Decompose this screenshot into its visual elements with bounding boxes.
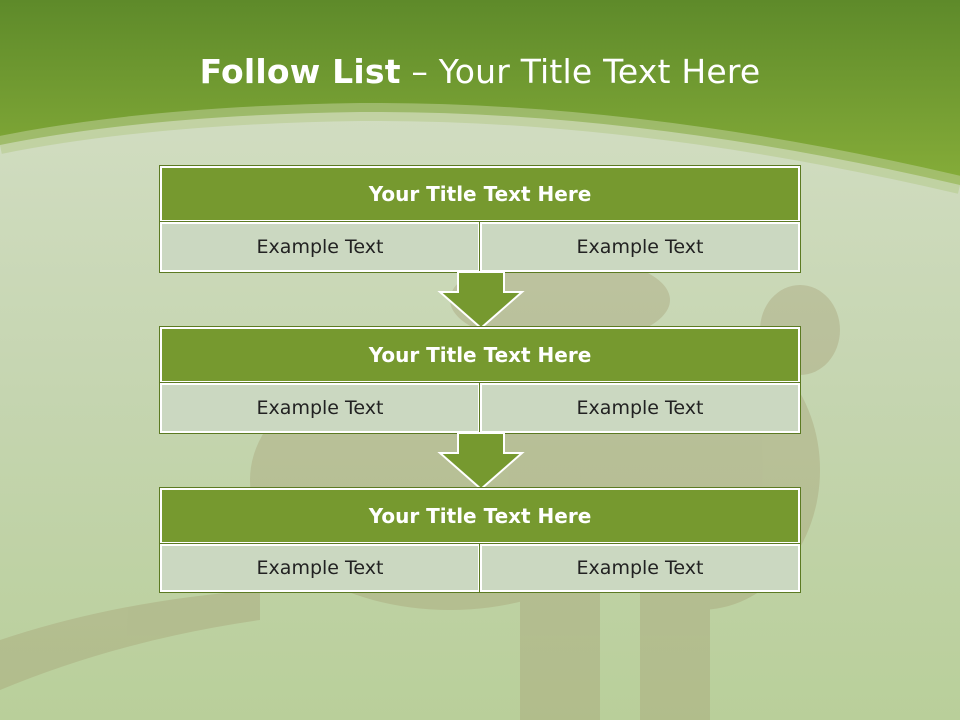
step-title: Your Title Text Here — [160, 166, 800, 222]
step-block-2: Your Title Text Here Example Text Exampl… — [160, 327, 800, 433]
step-row: Example Text Example Text — [160, 222, 800, 272]
step-title: Your Title Text Here — [160, 327, 800, 383]
down-arrow-icon — [437, 432, 525, 491]
step-row: Example Text Example Text — [160, 544, 800, 592]
step-cell-left: Example Text — [160, 544, 480, 592]
title-bold: Follow List — [199, 52, 401, 91]
step-title: Your Title Text Here — [160, 488, 800, 544]
step-cell-right: Example Text — [480, 383, 800, 433]
step-cell-left: Example Text — [160, 222, 480, 272]
step-block-3: Your Title Text Here Example Text Exampl… — [160, 488, 800, 592]
page-title: Follow List – Your Title Text Here — [0, 52, 960, 91]
down-arrow-icon — [437, 271, 525, 330]
title-rest: – Your Title Text Here — [400, 52, 761, 91]
step-cell-right: Example Text — [480, 544, 800, 592]
step-block-1: Your Title Text Here Example Text Exampl… — [160, 166, 800, 272]
step-cell-right: Example Text — [480, 222, 800, 272]
step-row: Example Text Example Text — [160, 383, 800, 433]
step-cell-left: Example Text — [160, 383, 480, 433]
